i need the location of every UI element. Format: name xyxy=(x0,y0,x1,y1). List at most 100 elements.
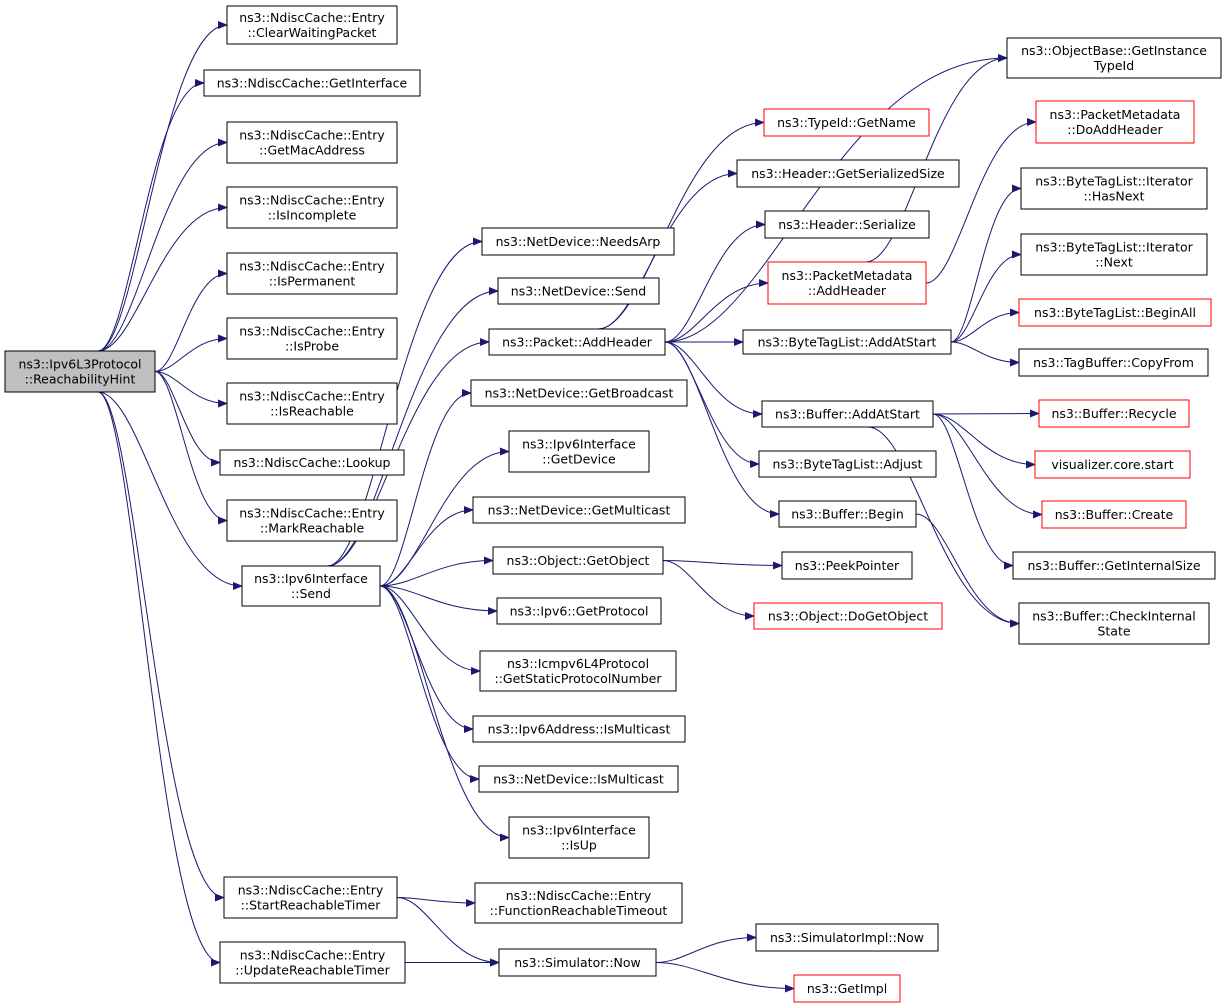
graph-node-getimpl[interactable]: ns3::GetImpl xyxy=(793,974,901,1003)
graph-node-bufrecycle[interactable]: ns3::Buffer::Recycle xyxy=(1038,399,1190,428)
graph-node-root[interactable]: ns3::Ipv6L3Protocol::ReachabilityHint xyxy=(4,350,156,393)
edge-arrow xyxy=(950,250,1022,343)
graph-node-btlitnext[interactable]: ns3::ByteTagList::Iterator::Next xyxy=(1020,233,1208,276)
node-label: ns3::NdiscCache::Entry xyxy=(239,506,385,521)
graph-node-bufbegin[interactable]: ns3::Buffer::Begin xyxy=(778,500,917,528)
node-box xyxy=(4,350,156,393)
node-box xyxy=(508,430,650,473)
call-edge-36 xyxy=(662,560,783,570)
graph-node-btlithasnext[interactable]: ns3::ByteTagList::Iterator::HasNext xyxy=(1020,167,1208,210)
edge-arrow xyxy=(379,506,474,587)
graph-node-typeidgetname[interactable]: ns3::TypeId::GetName xyxy=(763,108,930,137)
graph-node-startreach[interactable]: ns3::NdiscCache::Entry::StartReachableTi… xyxy=(223,876,398,919)
call-edge-51 xyxy=(915,513,1020,628)
edge-arrow xyxy=(950,308,1020,343)
graph-node-ifgetdevice[interactable]: ns3::Ipv6Interface::GetDevice xyxy=(508,430,650,473)
graph-node-icmpstatic[interactable]: ns3::Icmpv6L4Protocol::GetStaticProtocol… xyxy=(479,650,677,692)
node-label: ns3::ByteTagList::Adjust xyxy=(773,457,923,472)
call-edge-6 xyxy=(154,371,228,408)
node-label: ns3::Object::GetObject xyxy=(507,553,650,568)
graph-node-btlbeginall[interactable]: ns3::ByteTagList::BeginAll xyxy=(1018,298,1212,327)
graph-node-simimplnow[interactable]: ns3::SimulatorImpl::Now xyxy=(755,923,939,952)
node-label: ns3::NdiscCache::Lookup xyxy=(233,455,390,470)
node-label: ns3::Buffer::CheckInternal xyxy=(1032,609,1196,624)
node-label: ns3::Object::DoGetObject xyxy=(768,609,928,624)
graph-node-pmdoaddheader[interactable]: ns3::PacketMetadata::DoAddHeader xyxy=(1035,100,1195,144)
node-box xyxy=(226,317,398,360)
graph-node-pmaddheader[interactable]: ns3::PacketMetadata::AddHeader xyxy=(767,261,927,305)
graph-node-bufgetintsize[interactable]: ns3::Buffer::GetInternalSize xyxy=(1012,551,1216,580)
graph-node-clearwaiting[interactable]: ns3::NdiscCache::Entry::ClearWaitingPack… xyxy=(226,5,398,45)
graph-node-getobject[interactable]: ns3::Object::GetObject xyxy=(492,546,664,575)
call-edge-25 xyxy=(396,897,500,967)
node-label: ns3::NdiscCache::GetInterface xyxy=(217,76,408,91)
edge-arrow xyxy=(379,585,481,675)
edge-arrow xyxy=(915,513,1020,628)
graph-node-needsarp[interactable]: ns3::NetDevice::NeedsArp xyxy=(481,227,675,256)
graph-node-bufcreate[interactable]: ns3::Buffer::Create xyxy=(1041,500,1187,529)
graph-node-ndismulticast[interactable]: ns3::NetDevice::IsMulticast xyxy=(478,765,679,793)
node-label: ::IsPermanent xyxy=(269,274,356,289)
node-label: ::GetDevice xyxy=(542,452,616,467)
call-edge-18 xyxy=(379,556,494,587)
graph-node-btladjust[interactable]: ns3::ByteTagList::Adjust xyxy=(758,450,937,478)
graph-node-hdrgetsize[interactable]: ns3::Header::GetSerializedSize xyxy=(736,159,960,188)
graph-node-ifisup[interactable]: ns3::Ipv6Interface::IsUp xyxy=(508,816,650,859)
graph-node-bufaddatstart[interactable]: ns3::Buffer::AddAtStart xyxy=(761,400,934,428)
graph-node-updatereach[interactable]: ns3::NdiscCache::Entry::UpdateReachableT… xyxy=(219,941,406,984)
node-box xyxy=(1018,602,1210,645)
graph-node-isprobe[interactable]: ns3::NdiscCache::Entry::IsProbe xyxy=(226,317,398,360)
graph-node-getmulticast[interactable]: ns3::NetDevice::GetMulticast xyxy=(472,496,686,524)
graph-node-btladdatstart[interactable]: ns3::ByteTagList::AddAtStart xyxy=(742,329,952,355)
graph-node-getprotocol[interactable]: ns3::Ipv6::GetProtocol xyxy=(496,597,662,625)
node-label: ns3::NdiscCache::Entry xyxy=(240,948,386,963)
node-box xyxy=(472,496,686,524)
node-label: ::Next xyxy=(1095,255,1133,270)
nodes-layer: ns3::Ipv6L3Protocol::ReachabilityHintns3… xyxy=(4,5,1222,1003)
graph-node-getmac[interactable]: ns3::NdiscCache::Entry::GetMacAddress xyxy=(226,121,398,164)
graph-node-simnow[interactable]: ns3::Simulator::Now xyxy=(498,948,657,977)
call-edge-44 xyxy=(950,308,1020,343)
edge-arrow xyxy=(664,341,763,418)
node-box xyxy=(1018,348,1209,377)
node-label: ns3::Ipv6Interface xyxy=(522,823,636,838)
graph-node-vizstart[interactable]: visualizer.core.start xyxy=(1034,450,1191,479)
node-box xyxy=(478,765,679,793)
call-edge-30 xyxy=(664,220,766,343)
graph-node-markreachable[interactable]: ns3::NdiscCache::Entry::MarkReachable xyxy=(226,499,398,542)
node-label: ns3::ByteTagList::AddAtStart xyxy=(758,335,937,350)
graph-node-tagbufcopy[interactable]: ns3::TagBuffer::CopyFrom xyxy=(1018,348,1209,377)
graph-node-ispermanent[interactable]: ns3::NdiscCache::Entry::IsPermanent xyxy=(226,252,398,295)
graph-node-addheader[interactable]: ns3::Packet::AddHeader xyxy=(488,328,666,356)
graph-node-getinterface[interactable]: ns3::NdiscCache::GetInterface xyxy=(203,69,421,97)
graph-node-ifsend[interactable]: ns3::Ipv6Interface::Send xyxy=(241,565,381,607)
call-edge-24 xyxy=(396,897,476,907)
edge-arrow xyxy=(655,933,757,963)
node-label: ns3::SimulatorImpl::Now xyxy=(770,930,924,945)
edge-arrow xyxy=(868,426,1020,628)
node-box xyxy=(1018,298,1212,327)
node-label: ns3::Buffer::Create xyxy=(1055,507,1174,522)
node-label: ns3::Icmpv6L4Protocol xyxy=(507,656,649,671)
edge-arrow xyxy=(154,269,228,372)
graph-node-isreachable[interactable]: ns3::NdiscCache::Entry::IsReachable xyxy=(226,382,398,425)
graph-node-addrismulticast[interactable]: ns3::Ipv6Address::IsMulticast xyxy=(472,715,686,743)
graph-node-ndsend[interactable]: ns3::NetDevice::Send xyxy=(497,277,660,305)
edge-arrow xyxy=(950,341,1020,367)
graph-node-lookup[interactable]: ns3::NdiscCache::Lookup xyxy=(219,449,405,476)
graph-node-dogetobject[interactable]: ns3::Object::DoGetObject xyxy=(753,602,943,630)
graph-node-hdrserialize[interactable]: ns3::Header::Serialize xyxy=(764,210,930,239)
graph-node-getbroadcast[interactable]: ns3::NetDevice::GetBroadcast xyxy=(470,379,688,407)
node-box xyxy=(219,941,406,984)
node-box xyxy=(753,602,943,630)
node-box xyxy=(761,400,934,428)
call-edge-7 xyxy=(154,371,221,467)
edge-arrow xyxy=(664,220,766,343)
node-label: ns3::NdiscCache::Entry xyxy=(239,193,385,208)
graph-node-funcreachtimeout[interactable]: ns3::NdiscCache::Entry::FunctionReachabl… xyxy=(474,882,683,924)
graph-node-peekpointer[interactable]: ns3::PeekPointer xyxy=(781,551,913,580)
graph-node-isincomplete[interactable]: ns3::NdiscCache::Entry::IsIncomplete xyxy=(226,186,398,229)
node-box xyxy=(763,108,930,137)
